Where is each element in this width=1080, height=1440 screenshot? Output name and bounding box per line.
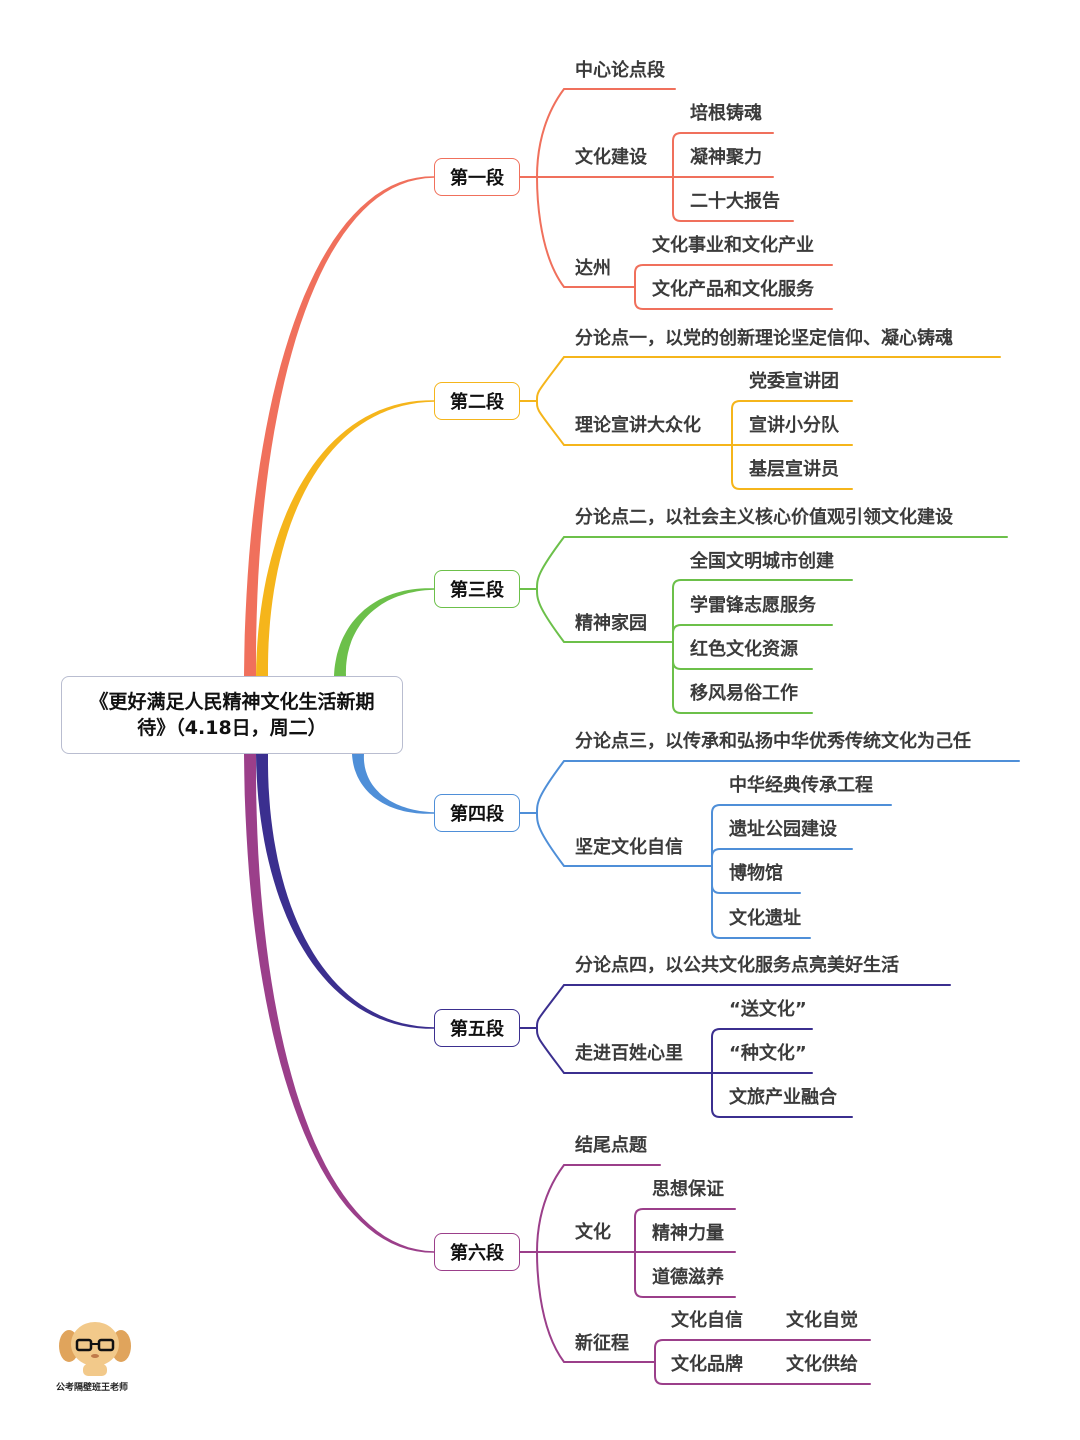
subtopic-node[interactable]: 文旅产业融合 [729,1087,837,1108]
subtopic-branch [711,848,853,867]
topic-node[interactable]: 理论宣讲大众化 [575,415,701,436]
subtopic-branch [711,1072,853,1118]
topic-branch [536,536,1008,590]
subtopic-node[interactable]: 思想保证 [652,1179,724,1200]
topic-node[interactable]: 坚定文化自信 [575,837,683,858]
subtopic-branch [672,641,813,714]
topic-node[interactable]: 文化 [575,1222,611,1243]
topic-node[interactable]: 分论点二，以社会主义核心价值观引领文化建设 [575,507,953,528]
subtopic-node[interactable]: 文化遗址 [729,908,801,929]
subtopic-node[interactable]: 道德滋养 [652,1267,724,1288]
topic-node[interactable]: 文化建设 [575,147,647,168]
subtopic-branch [711,1028,813,1074]
section-node-1[interactable]: 第一段 [434,158,520,196]
subtopic-node[interactable]: 全国文明城市创建 [690,551,834,572]
subtopic-branch [654,1361,871,1385]
subtopic-branch [672,176,794,222]
subtopic-branch [731,444,853,490]
topic-node[interactable]: 分论点一，以党的创新理论坚定信仰、凝心铸魂 [575,328,953,349]
subtopic-node[interactable]: 培根铸魂 [690,103,762,124]
subtopic-node[interactable]: 文化品牌 [671,1354,743,1375]
subtopic-node[interactable]: 学雷锋志愿服务 [690,595,816,616]
section-node-5[interactable]: 第五段 [434,1009,520,1047]
subtopic-branch [672,579,853,643]
topic-branch [536,176,636,288]
topic-node[interactable]: 结尾点题 [575,1135,647,1156]
subtopic-node[interactable]: “送文化” [729,999,807,1020]
section-label: 第六段 [450,1243,504,1264]
topic-node[interactable]: 分论点四，以公共文化服务点亮美好生活 [575,955,899,976]
subtopic-branch [634,286,833,310]
subtopic-node[interactable]: 凝神聚力 [690,147,762,168]
subtopic-node[interactable]: 中华经典传承工程 [729,775,873,796]
root-branch-5 [256,754,434,1029]
section-node-6[interactable]: 第六段 [434,1233,520,1271]
section-label: 第二段 [450,392,504,413]
topic-branch [536,1251,656,1363]
section-label: 第五段 [450,1019,504,1040]
subtopic-branch [711,865,811,939]
topic-node[interactable]: 达州 [575,258,611,279]
root-branch-1 [244,176,434,677]
subtopic-node-pair[interactable]: 文化自觉 [786,1310,858,1331]
subtopic-node[interactable]: 基层宣讲员 [749,459,839,480]
section-node-4[interactable]: 第四段 [434,794,520,832]
topic-node[interactable]: 分论点三，以传承和弘扬中华优秀传统文化为己任 [575,731,971,752]
root-branch-6 [244,754,434,1253]
topic-node[interactable]: 精神家园 [575,613,647,634]
root-branch-3 [334,588,434,676]
section-node-2[interactable]: 第二段 [434,382,520,420]
subtopic-branch [731,400,853,446]
subtopic-node[interactable]: 二十大报告 [690,191,780,212]
topic-node[interactable]: 新征程 [575,1333,629,1354]
topic-branch [536,588,674,643]
subtopic-branch [634,1208,736,1253]
topic-branch [536,812,713,867]
root-title-line2: 待》（4.18日，周二） [137,717,327,739]
topic-branch [536,88,676,178]
section-label: 第四段 [450,804,504,825]
topic-branch [536,1164,661,1253]
section-label: 第三段 [450,580,504,601]
subtopic-branch [634,264,833,288]
root-title-line1: 《更好满足人民精神文化生活新期 [89,691,375,713]
topic-branch [536,984,951,1029]
subtopic-node[interactable]: 宣讲小分队 [749,415,839,436]
watermark-caption: 公考隔壁班王老师 [56,1383,129,1393]
section-node-3[interactable]: 第三段 [434,570,520,608]
subtopic-node[interactable]: 文化事业和文化产业 [652,235,814,256]
root-branch-4 [352,754,434,814]
subtopic-branch [654,1339,871,1363]
topic-node[interactable]: 走进百姓心里 [575,1043,683,1064]
subtopic-node[interactable]: 精神力量 [652,1223,724,1244]
topic-branch [536,760,1020,814]
section-label: 第一段 [450,168,504,189]
subtopic-node-pair[interactable]: 文化供给 [786,1354,858,1375]
topic-branch [536,1027,713,1074]
subtopic-node[interactable]: 移风易俗工作 [690,683,798,704]
subtopic-branch [672,624,833,643]
subtopic-node[interactable]: 文化自信 [671,1310,743,1331]
subtopic-node[interactable]: 红色文化资源 [690,639,798,660]
subtopic-branch [711,804,892,867]
topic-branch [536,356,1001,402]
dog-mascot-icon [59,1322,131,1376]
subtopic-branch [634,1251,736,1298]
root-topic[interactable]: 《更好满足人民精神文化生活新期 待》（4.18日，周二） [61,676,403,754]
subtopic-node[interactable]: 文化产品和文化服务 [652,279,814,300]
topic-node[interactable]: 中心论点段 [575,60,665,81]
topic-branch [536,400,733,446]
subtopic-node[interactable]: 党委宣讲团 [749,371,839,392]
subtopic-node[interactable]: “种文化” [729,1043,807,1064]
subtopic-branch [672,132,774,178]
subtopic-node[interactable]: 遗址公园建设 [729,819,837,840]
subtopic-node[interactable]: 博物馆 [729,863,783,884]
